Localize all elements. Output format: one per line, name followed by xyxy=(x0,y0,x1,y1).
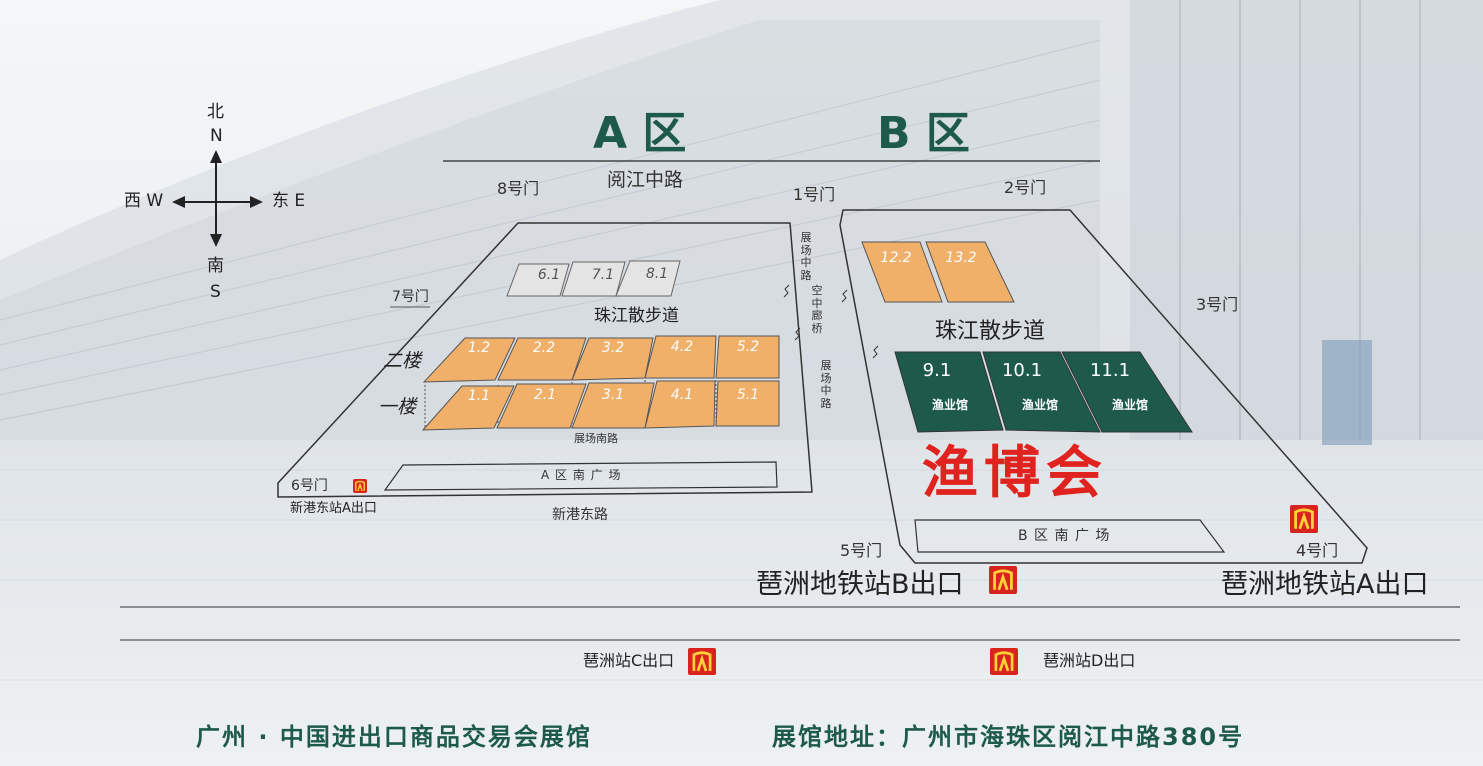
hall-label-10-1: 10.1 xyxy=(1001,360,1043,381)
plaza-a-south: A 区 南 广 场 xyxy=(541,468,622,482)
metro-pazhou-a: 琶洲地铁站A出口 xyxy=(1221,569,1429,600)
zone-b-title: B 区 xyxy=(877,108,970,159)
hall-b-fish-3 xyxy=(1061,351,1193,433)
hall-a-top-1 xyxy=(506,263,570,297)
hall-a-2f-5 xyxy=(715,335,780,379)
hall-label-1-1: 1.1 xyxy=(467,388,491,404)
hall-label-6-1: 6.1 xyxy=(537,267,561,283)
plaza-b-south: B 区 南 广 场 xyxy=(1018,528,1111,544)
compass-south-letter: S xyxy=(210,282,221,302)
gate-8: 8号门 xyxy=(497,179,540,198)
hall-label-5-2: 5.2 xyxy=(736,339,760,355)
hall-a-2f-1 xyxy=(422,337,516,383)
zone-a-title: A 区 xyxy=(593,108,687,159)
hall-a-1f-5 xyxy=(715,380,780,427)
metro-xingang-a: 新港东站A出口 xyxy=(290,501,377,516)
compass-south: 南 xyxy=(207,256,224,276)
hall-label-4-1: 4.1 xyxy=(670,387,694,403)
hall-sub-11-1: 渔业馆 xyxy=(1111,398,1148,412)
gate-3: 3号门 xyxy=(1196,295,1239,314)
metro-pazhou-b: 琶洲地铁站B出口 xyxy=(756,569,964,600)
hall-label-11-1: 11.1 xyxy=(1089,360,1131,381)
road-skybridge: 空中廊桥 xyxy=(811,284,823,335)
road-exhibition-mid-upper: 展场中路 xyxy=(800,231,812,282)
footer-address: 展馆地址：广州市海珠区阅江中路380号 xyxy=(772,723,1245,751)
gate-1: 1号门 xyxy=(793,185,836,204)
metro-icon xyxy=(1290,505,1318,533)
hall-a-1f-4 xyxy=(644,380,716,429)
hall-label-3-2: 3.2 xyxy=(601,340,625,356)
compass-west: 西 W xyxy=(124,191,164,211)
compass-north-letter: N xyxy=(210,126,223,146)
hall-label-4-2: 4.2 xyxy=(670,339,694,355)
promenade-a: 珠江散步道 xyxy=(594,306,679,326)
hall-label-8-1: 8.1 xyxy=(645,266,669,282)
promenade-b: 珠江散步道 xyxy=(935,319,1046,344)
gate-7: 7号门 xyxy=(392,289,429,305)
gate-6: 6号门 xyxy=(291,478,328,494)
metro-pazhou-d: 琶洲站D出口 xyxy=(1043,651,1136,670)
road-exhibition-south: 展场南路 xyxy=(574,432,618,445)
hall-a-1f-1 xyxy=(421,385,515,431)
hall-label-2-1: 2.1 xyxy=(533,387,557,403)
metro-pazhou-c: 琶洲站C出口 xyxy=(583,651,675,670)
hall-label-3-1: 3.1 xyxy=(601,387,625,403)
hall-sub-9-1: 渔业馆 xyxy=(931,398,968,412)
footer-venue: 广州 · 中国进出口商品交易会展馆 xyxy=(196,723,592,751)
hall-label-2-2: 2.2 xyxy=(532,340,556,356)
gate-2: 2号门 xyxy=(1004,178,1047,197)
hall-sub-10-1: 渔业馆 xyxy=(1021,398,1058,412)
hall-label-1-2: 1.2 xyxy=(467,340,491,356)
hall-label-5-1: 5.1 xyxy=(736,387,760,403)
metro-icon xyxy=(688,648,716,675)
hall-label-13-2: 13.2 xyxy=(945,250,977,266)
compass-east: 东 E xyxy=(272,191,306,211)
road-yuejiang: 阅江中路 xyxy=(607,169,684,191)
hall-a-1f-2 xyxy=(496,383,587,429)
hall-label-12-2: 12.2 xyxy=(880,250,912,266)
hall-a-2f-4 xyxy=(644,335,717,379)
event-title: 渔博会 xyxy=(922,441,1108,506)
hall-b-top-1 xyxy=(861,241,943,303)
hall-label-9-1: 9.1 xyxy=(922,360,952,381)
gate-5: 5号门 xyxy=(840,541,883,560)
hall-b-fish-2 xyxy=(982,351,1101,433)
metro-icon xyxy=(353,479,367,493)
hall-label-7-1: 7.1 xyxy=(591,267,615,283)
road-xingang: 新港东路 xyxy=(552,507,608,523)
metro-icon xyxy=(989,566,1017,594)
hall-a-top-3 xyxy=(615,260,681,297)
floor-first: 一楼 xyxy=(378,396,417,418)
gate-4: 4号门 xyxy=(1296,541,1339,560)
floor-second: 二楼 xyxy=(383,350,422,372)
metro-icon xyxy=(990,648,1018,675)
road-exhibition-mid-lower: 展场中路 xyxy=(820,359,832,410)
hall-b-top-2 xyxy=(925,241,1015,303)
hall-b-fish-1 xyxy=(894,351,1004,433)
compass-north: 北 xyxy=(207,102,224,122)
